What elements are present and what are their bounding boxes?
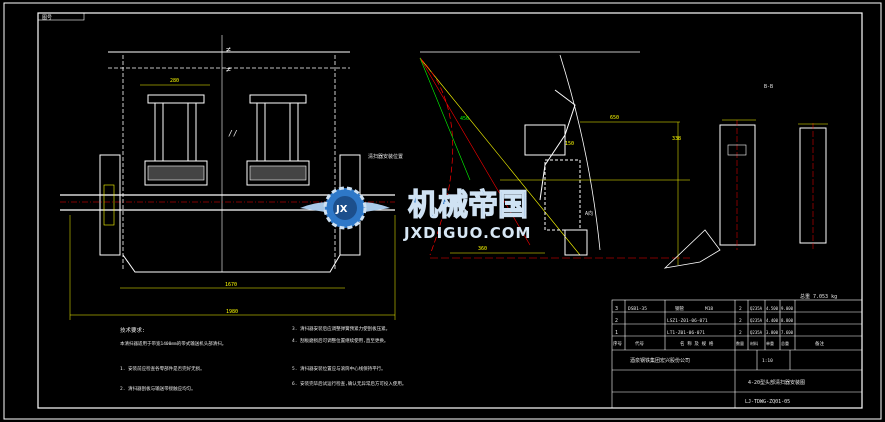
svg-text://: // <box>228 129 238 138</box>
notes-right-3: 6. 安装完毕后试运行检查,确认无异常后方可投入使用。 <box>292 380 406 387</box>
view-label: A向 <box>585 210 593 217</box>
part-row-0-name: 钢管 <box>675 305 684 312</box>
part-row-1-code: LSZ1-Z01-06-071 <box>667 318 708 324</box>
part-row-0-total: 9.000 <box>781 306 794 311</box>
header-mass: 单重 <box>766 340 774 346</box>
part-row-0-spec: M18 <box>705 306 713 312</box>
part-row-2-code: LT1-Z01-06-071 <box>667 330 705 336</box>
header-total: 总重 <box>781 340 789 346</box>
watermark-chinese: 机械帝国 <box>408 188 528 223</box>
dim-vertical: 338 <box>672 136 681 142</box>
part-row-1-material: Q235A <box>750 318 763 323</box>
company-name: 酒泉钢铁集团宏兴股份公司 <box>630 357 690 364</box>
part-row-0-no: 3 <box>615 306 618 312</box>
watermark-logo-text: JX <box>335 204 348 215</box>
section-label: 清扫器安装位置 <box>368 153 403 160</box>
notes-left-2: 2. 清扫器刮板与输送带接触应均匀。 <box>120 385 196 392</box>
part-row-2-no: 1 <box>615 330 618 336</box>
dim-angle: 456 <box>460 116 469 122</box>
part-row-0-mass: 4.500 <box>766 306 779 311</box>
watermark-logo-icon <box>300 186 390 230</box>
part-row-2-total: 7.600 <box>781 330 794 335</box>
header-qty: 数量 <box>736 340 744 346</box>
drawing-title: 4-20型头部清扫器安装图 <box>748 379 805 386</box>
part-row-0-code: DSB1-35 <box>628 306 647 312</box>
part-row-1-no: 2 <box>615 318 618 324</box>
svg-text:≠: ≠ <box>226 65 231 74</box>
notes-right-1: 4. 刮板磨损后可调整位置继续使用,直至更换。 <box>292 337 388 344</box>
svg-text:≠: ≠ <box>226 45 231 54</box>
part-row-2-material: Q235A <box>750 330 763 335</box>
header-name: 名 称 及 规 格 <box>680 340 714 347</box>
part-row-2-qty: 2 <box>739 330 742 336</box>
notes-right-0: 3. 清扫器安装后应调整弹簧预紧力使刮板压紧。 <box>292 325 390 332</box>
drawing-tag-box <box>37 12 85 21</box>
header-no: 序号 <box>613 340 622 347</box>
notes-right-2: 5. 清扫器安装位置应与滚筒中心线保持平行。 <box>292 365 386 372</box>
dim-side: 650 <box>610 115 619 121</box>
notes-left-1: 1. 安装前应检查各零部件是否完好无损。 <box>120 365 205 372</box>
detail-label: B-B <box>764 84 773 90</box>
notes-heading: 技术要求: <box>120 326 145 334</box>
inner-border <box>37 12 863 409</box>
dim-horizontal: 360 <box>478 246 487 252</box>
dim-small: 150 <box>565 141 574 147</box>
drawing-number: LJ-TDWG-ZQ01-05 <box>745 399 790 405</box>
notes-left-0: 本清扫器适用于带宽1400mm的带式输送机头部清扫。 <box>120 340 226 347</box>
drawing-scale: 1:10 <box>762 358 773 364</box>
front-view: ≠ ≠ // <box>60 35 396 320</box>
watermark-english: JXDIGUO.COM <box>403 224 531 242</box>
part-row-0-qty: 2 <box>739 306 742 312</box>
drawing-tag-text: 图号 <box>42 15 52 21</box>
outer-border <box>3 2 882 420</box>
header-note: 备注 <box>815 340 824 347</box>
dim-top-width: 280 <box>170 78 179 84</box>
header-material: 材料 <box>750 340 758 346</box>
part-row-1-qty: 2 <box>739 318 742 324</box>
part-row-1-mass: 4.400 <box>766 318 779 323</box>
dim-bottom-span: 1670 <box>225 282 237 288</box>
part-row-1-total: 8.800 <box>781 318 794 323</box>
header-code: 代号 <box>635 340 644 347</box>
weight-label: 总重 7.053 kg <box>800 293 837 300</box>
detail-views <box>719 119 828 250</box>
side-view <box>419 51 721 269</box>
part-row-0-material: Q235A <box>750 306 763 311</box>
dim-overall-span: 1980 <box>226 309 238 315</box>
part-row-2-mass: 3.800 <box>766 330 779 335</box>
title-block-frame <box>611 299 863 409</box>
